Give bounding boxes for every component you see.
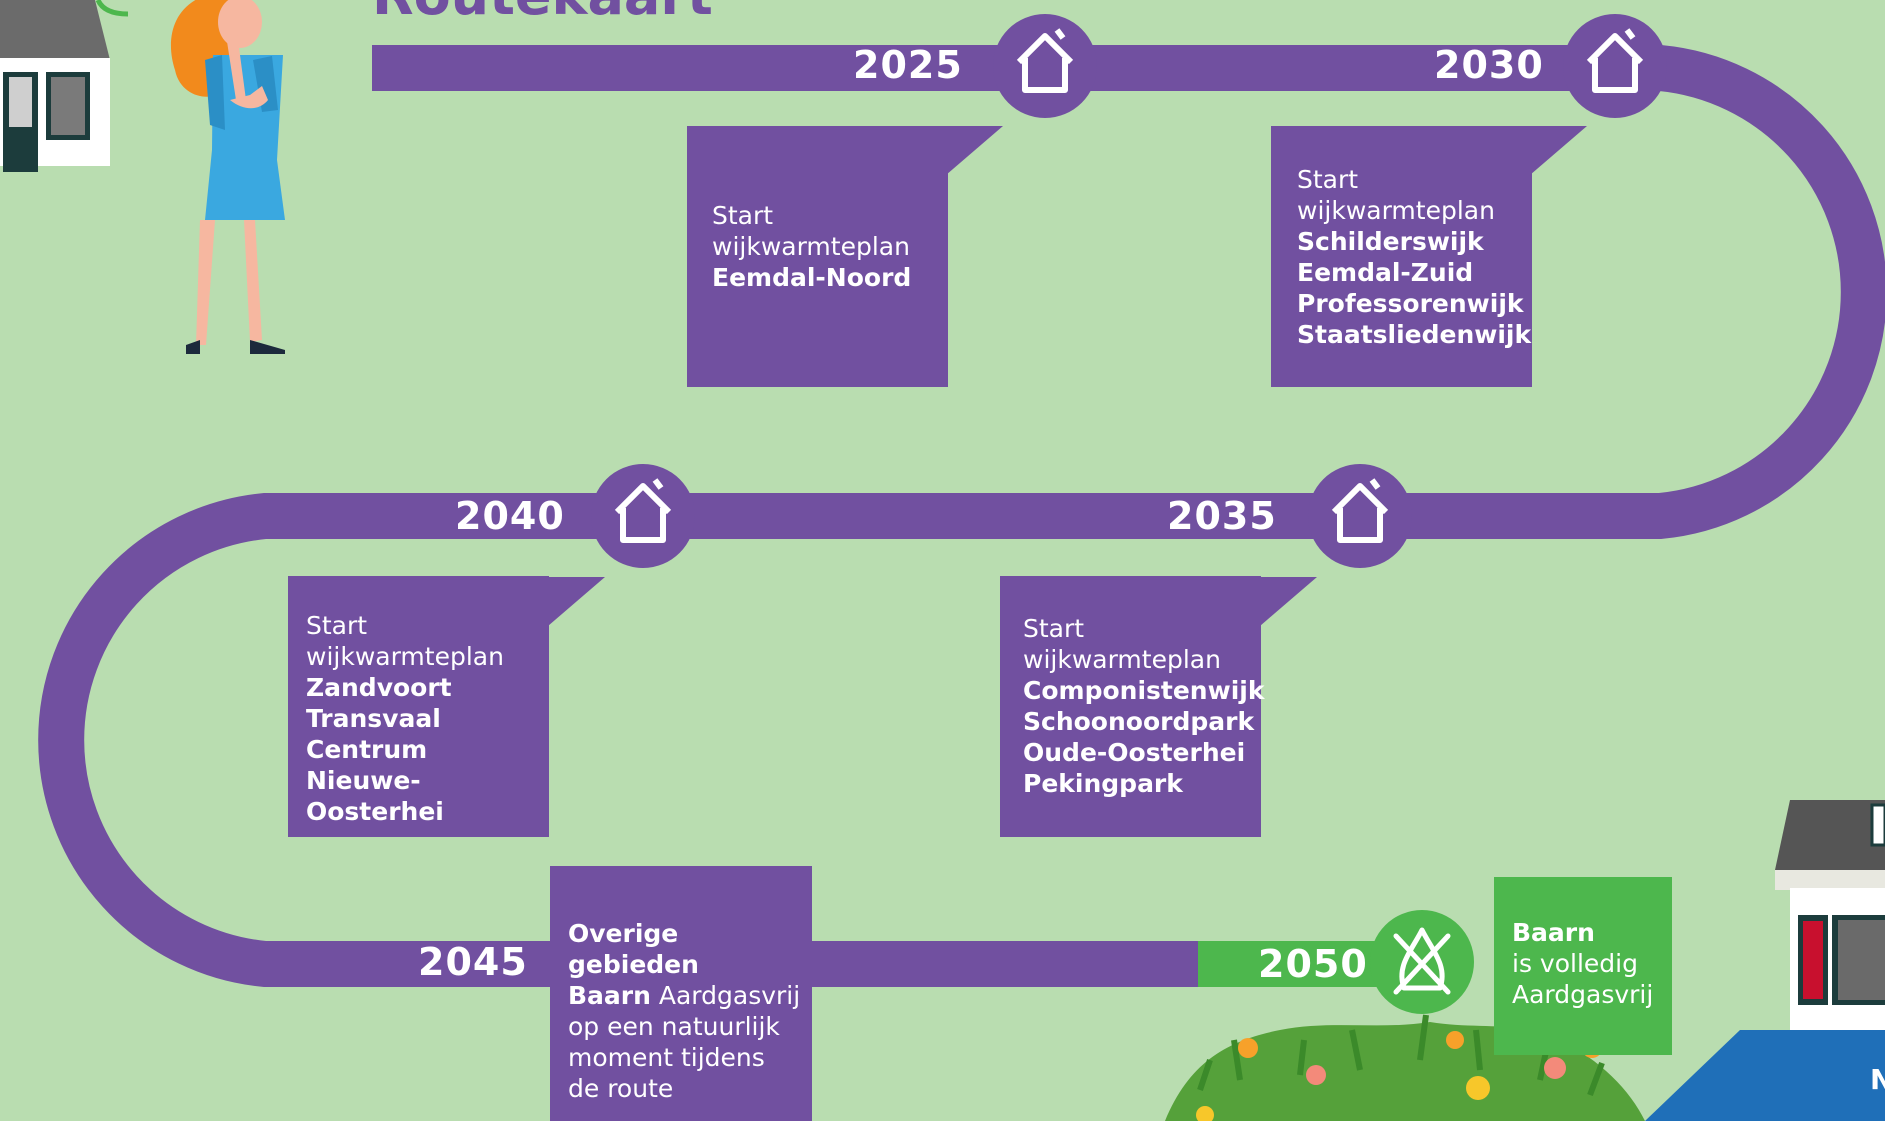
box-area-name: Schilderswijk [1297,227,1484,256]
box-bold-word: Baarn [568,981,651,1010]
box-area-name: Nieuwe-Oosterhei [306,766,444,826]
house-icon [614,478,672,543]
marker-2050 [1370,910,1474,1014]
house-illustration-right [1775,800,1885,1033]
box-area-name: Staatsliedenwijk [1297,320,1532,349]
marker-2035 [1308,464,1412,568]
milestone-box-2040: Start wijkwarmteplan Zandvoort Transvaal… [288,576,549,837]
box-area-name: Transvaal [306,704,441,733]
milestone-box-2035: Start wijkwarmteplan Componistenwijk Sch… [1000,576,1265,837]
year-2040: 2040 [455,494,565,538]
no-gas-flame-icon [1393,927,1451,995]
box-area-name: Professorenwijk [1297,289,1524,318]
box-prefix-line: wijkwarmteplan [1297,196,1495,225]
callout-tail-2025 [946,126,1003,175]
timeline-path [38,45,1885,987]
page-title: Routekaart [372,0,713,27]
box-area-name: Componistenwijk [1023,676,1265,705]
blue-panel [1645,1030,1885,1121]
box-line: op een natuurlijk [568,1012,780,1041]
callout-tail-2030 [1530,126,1587,175]
callout-tail-2035 [1260,577,1317,626]
milestone-box-2050: Baarn is volledig Aardgasvrij [1494,877,1672,1055]
milestone-box-2025: Start wijkwarmteplan Eemdal-Noord [687,126,948,387]
box-line: Baarn Aardgasvrij [568,980,812,1011]
box-prefix-line: wijkwarmteplan [306,642,504,671]
box-prefix-line: wijkwarmteplan [1023,645,1221,674]
box-line: moment tijdens [568,1043,765,1072]
marker-2025 [993,14,1097,118]
box-prefix-line: Start [712,201,774,230]
house-illustration-left [0,0,129,172]
box-area-name: Oude-Oosterhei [1023,738,1246,767]
box-line: de route [568,1074,674,1103]
box-text: Aardgasvrij [650,981,801,1010]
year-2025: 2025 [853,43,963,87]
box-line: Baarn [1512,918,1595,947]
box-line: Aardgasvrij [1512,980,1654,1009]
box-area-name: Pekingpark [1023,769,1183,798]
woman-illustration [170,0,285,354]
box-area-name: Schoonoordpark [1023,707,1255,736]
box-area-name: Centrum [306,735,428,764]
year-2045: 2045 [418,940,528,984]
box-prefix-line: wijkwarmteplan [712,232,910,261]
house-icon [1586,28,1644,93]
marker-2030 [1563,14,1667,118]
box-line: Overige gebieden [568,919,699,979]
milestone-box-2030: Start wijkwarmteplan Schilderswijk Eemda… [1271,126,1532,387]
corner-text: N [1870,1063,1885,1096]
box-line: is volledig [1512,949,1638,978]
box-prefix-line: Start [1297,165,1359,194]
marker-2040 [591,464,695,568]
year-2030: 2030 [1434,43,1544,87]
box-area-name: Eemdal-Noord [712,263,912,292]
box-prefix-line: Start [306,611,368,640]
box-prefix-line: Start [1023,614,1085,643]
box-area-name: Eemdal-Zuid [1297,258,1474,287]
box-area-name: Zandvoort [306,673,452,702]
milestone-box-2045: Overige gebieden Baarn Aardgasvrij op ee… [550,866,812,1121]
year-2035: 2035 [1167,494,1277,538]
house-icon [1331,478,1389,543]
year-2050: 2050 [1258,942,1368,986]
callout-tail-2040 [548,577,605,626]
house-icon [1016,28,1074,93]
